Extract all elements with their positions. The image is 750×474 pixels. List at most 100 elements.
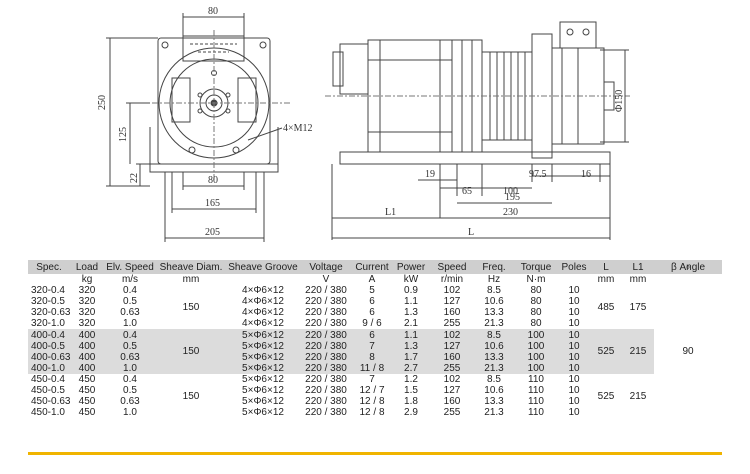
spec-table: Spec. Load Elv. Speed Sheave Diam. Sheav… bbox=[28, 260, 722, 419]
load-cell: 320 bbox=[70, 318, 104, 330]
L1-cell: 215 bbox=[622, 373, 654, 419]
power-cell: 2.7 bbox=[392, 362, 430, 374]
freq-cell: 13.3 bbox=[474, 351, 514, 363]
voltage-cell: 220 / 380 bbox=[300, 362, 352, 374]
current-cell: 12 / 8 bbox=[352, 396, 392, 408]
voltage-cell: 220 / 380 bbox=[300, 307, 352, 319]
power-cell: 1.2 bbox=[392, 373, 430, 385]
power-cell: 1.3 bbox=[392, 307, 430, 319]
freq-cell: 13.3 bbox=[474, 396, 514, 408]
torque-cell: 80 bbox=[514, 296, 558, 308]
unit-cell: A bbox=[352, 274, 392, 286]
groove-cell: 4×Φ6×12 bbox=[226, 307, 300, 319]
col-header: Voltage bbox=[300, 260, 352, 274]
current-cell: 11 / 8 bbox=[352, 362, 392, 374]
current-cell: 6 bbox=[352, 329, 392, 341]
spec-cell: 320-0.5 bbox=[28, 296, 70, 308]
rpm-cell: 160 bbox=[430, 396, 474, 408]
dim-side-19: 19 bbox=[425, 169, 435, 180]
L1-cell: 215 bbox=[622, 329, 654, 374]
current-cell: 12 / 7 bbox=[352, 384, 392, 397]
current-cell: 6 bbox=[352, 307, 392, 319]
front-view bbox=[106, 13, 290, 242]
poles-cell: 10 bbox=[558, 296, 590, 308]
load-cell: 400 bbox=[70, 329, 104, 341]
torque-cell: 110 bbox=[514, 396, 558, 408]
speed-cell: 0.4 bbox=[104, 373, 156, 385]
unit-cell: mm bbox=[590, 274, 622, 286]
spec-cell: 320-1.0 bbox=[28, 318, 70, 330]
unit-cell: kW bbox=[392, 274, 430, 286]
col-header: Poles bbox=[558, 260, 590, 274]
unit-cell: N·m bbox=[514, 274, 558, 286]
groove-cell: 5×Φ6×12 bbox=[226, 384, 300, 397]
unit-cell: mm bbox=[156, 274, 226, 286]
unit-cell bbox=[226, 274, 300, 286]
freq-cell: 13.3 bbox=[474, 307, 514, 319]
col-header: Load bbox=[70, 260, 104, 274]
dim-front-overall-width: 205 bbox=[205, 227, 220, 238]
freq-cell: 21.3 bbox=[474, 407, 514, 419]
speed-cell: 0.5 bbox=[104, 384, 156, 397]
unit-cell: r/min bbox=[430, 274, 474, 286]
voltage-cell: 220 / 380 bbox=[300, 318, 352, 330]
freq-cell: 8.5 bbox=[474, 285, 514, 297]
table-row: 400-0.4 400 0.4 150 5×Φ6×12 220 / 380 6 … bbox=[28, 329, 722, 374]
torque-cell: 100 bbox=[514, 329, 558, 341]
beta-angle-value: 90 bbox=[682, 346, 694, 358]
rpm-cell: 127 bbox=[430, 384, 474, 397]
dim-front-bolt-spacing: 80 bbox=[208, 175, 218, 186]
col-header: β Angle bbox=[654, 260, 722, 274]
groove-cell: 5×Φ6×12 bbox=[226, 396, 300, 408]
col-header: Freq. bbox=[474, 260, 514, 274]
groove-cell: 5×Φ6×12 bbox=[226, 351, 300, 363]
voltage-cell: 220 / 380 bbox=[300, 373, 352, 385]
current-cell: 7 bbox=[352, 373, 392, 385]
power-cell: 1.1 bbox=[392, 329, 430, 341]
power-cell: 1.1 bbox=[392, 296, 430, 308]
table-row: 450-0.4 450 0.4 150 5×Φ6×12 220 / 380 7 … bbox=[28, 373, 722, 419]
spec-cell: 400-0.63 bbox=[28, 351, 70, 363]
technical-drawing: 80 250 125 22 80 165 205 4×M12 19 65 97.… bbox=[97, 6, 630, 242]
poles-cell: 10 bbox=[558, 351, 590, 363]
L1-cell: 175 bbox=[622, 285, 654, 330]
torque-cell: 110 bbox=[514, 407, 558, 419]
groove-cell: 5×Φ6×12 bbox=[226, 329, 300, 341]
voltage-cell: 220 / 380 bbox=[300, 285, 352, 297]
unit-cell: Hz bbox=[474, 274, 514, 286]
spec-cell: 400-0.5 bbox=[28, 340, 70, 352]
dim-side-100: 100 bbox=[503, 186, 518, 197]
rpm-cell: 255 bbox=[430, 407, 474, 419]
col-header: Power bbox=[392, 260, 430, 274]
voltage-cell: 220 / 380 bbox=[300, 340, 352, 352]
table-row: 320-0.63 320 0.63 4×Φ6×12 220 / 380 6 1.… bbox=[28, 307, 722, 319]
power-cell: 2.9 bbox=[392, 407, 430, 419]
freq-cell: 10.6 bbox=[474, 296, 514, 308]
rpm-cell: 102 bbox=[430, 373, 474, 385]
poles-cell: 10 bbox=[558, 285, 590, 297]
dim-side-diameter: Φ150 bbox=[614, 90, 625, 112]
col-header: L bbox=[590, 260, 622, 274]
table-row: 320-0.4 320 0.4 150 4×Φ6×12 220 / 380 5 … bbox=[28, 285, 722, 330]
groove-cell: 4×Φ6×12 bbox=[226, 318, 300, 330]
table-row: 450-1.0 450 1.0 5×Φ6×12 220 / 380 12 / 8… bbox=[28, 407, 722, 419]
current-cell: 9 / 6 bbox=[352, 318, 392, 330]
load-cell: 450 bbox=[70, 396, 104, 408]
poles-cell: 10 bbox=[558, 396, 590, 408]
power-cell: 1.3 bbox=[392, 340, 430, 352]
unit-cell bbox=[28, 274, 70, 286]
unit-cell: V bbox=[300, 274, 352, 286]
poles-cell: 10 bbox=[558, 307, 590, 319]
table-row: 400-0.5 400 0.5 5×Φ6×12 220 / 380 7 1.3 … bbox=[28, 340, 722, 352]
speed-cell: 0.5 bbox=[104, 296, 156, 308]
load-cell: 400 bbox=[70, 340, 104, 352]
freq-cell: 10.6 bbox=[474, 340, 514, 352]
power-cell: 1.7 bbox=[392, 351, 430, 363]
torque-cell: 80 bbox=[514, 318, 558, 330]
voltage-cell: 220 / 380 bbox=[300, 351, 352, 363]
sheave-diam-cell: 150 bbox=[156, 285, 226, 330]
spec-cell: 400-0.4 bbox=[28, 329, 70, 341]
spec-cell: 450-0.4 bbox=[28, 373, 70, 385]
L-cell: 485 bbox=[590, 285, 622, 330]
col-header: Sheave Diam. bbox=[156, 260, 226, 274]
